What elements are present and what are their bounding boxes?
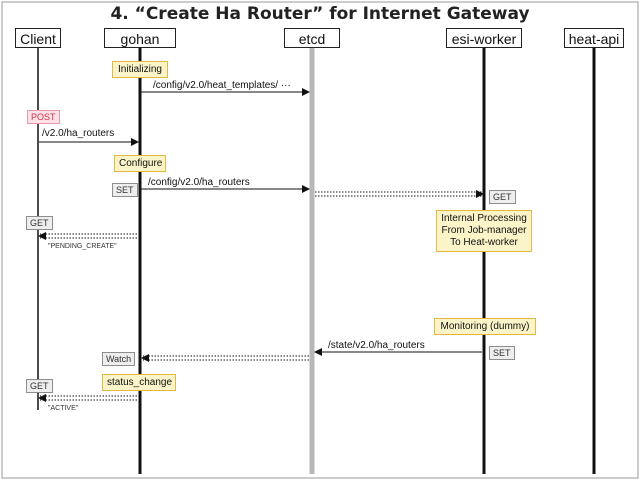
arrow-watch — [143, 355, 309, 361]
note-monitoring: Monitoring (dummy) — [434, 318, 536, 335]
tag-get-client-1: GET — [26, 216, 53, 230]
label-config-ha-routers: /config/v2.0/ha_routers — [148, 177, 250, 188]
note-internal-processing: Internal Processing From Job-manager To … — [436, 210, 532, 252]
note-internal-processing-line3: To Heat-worker — [450, 237, 518, 248]
label-post-ha-routers: /v2.0/ha_routers — [42, 128, 115, 139]
tag-get-worker: GET — [489, 190, 516, 204]
label-heat-templates: /config/v2.0/heat_templates/ ··· — [153, 80, 291, 91]
actor-esi-worker: esi-worker — [446, 28, 522, 48]
arrow-pending-create — [40, 233, 137, 239]
tag-set-gohan: SET — [112, 183, 138, 197]
note-status-change: status_change — [102, 374, 176, 391]
actor-heat-api: heat-api — [564, 28, 624, 48]
label-state-ha-routers: /state/v2.0/ha_routers — [328, 340, 425, 351]
arrow-etcd-to-worker — [315, 191, 482, 197]
diagram-title: 4. “Create Ha Router” for Internet Gatew… — [110, 4, 530, 24]
tag-watch: Watch — [102, 352, 136, 366]
actor-etcd: etcd — [284, 28, 340, 48]
tag-post: POST — [27, 110, 60, 124]
actor-gohan: gohan — [104, 28, 176, 48]
label-pending-create: "PENDING_CREATE" — [48, 243, 117, 250]
actor-client: Client — [15, 28, 61, 48]
note-internal-processing-line1: Internal Processing — [441, 213, 527, 224]
tag-set-worker: SET — [489, 346, 515, 360]
note-initializing: Initializing — [112, 61, 168, 78]
tag-get-client-2: GET — [26, 379, 53, 393]
note-internal-processing-line2: From Job-manager — [441, 225, 527, 236]
arrow-active — [40, 395, 137, 401]
label-active: "ACTIVE" — [48, 405, 79, 412]
note-configure: Configure — [114, 155, 166, 172]
